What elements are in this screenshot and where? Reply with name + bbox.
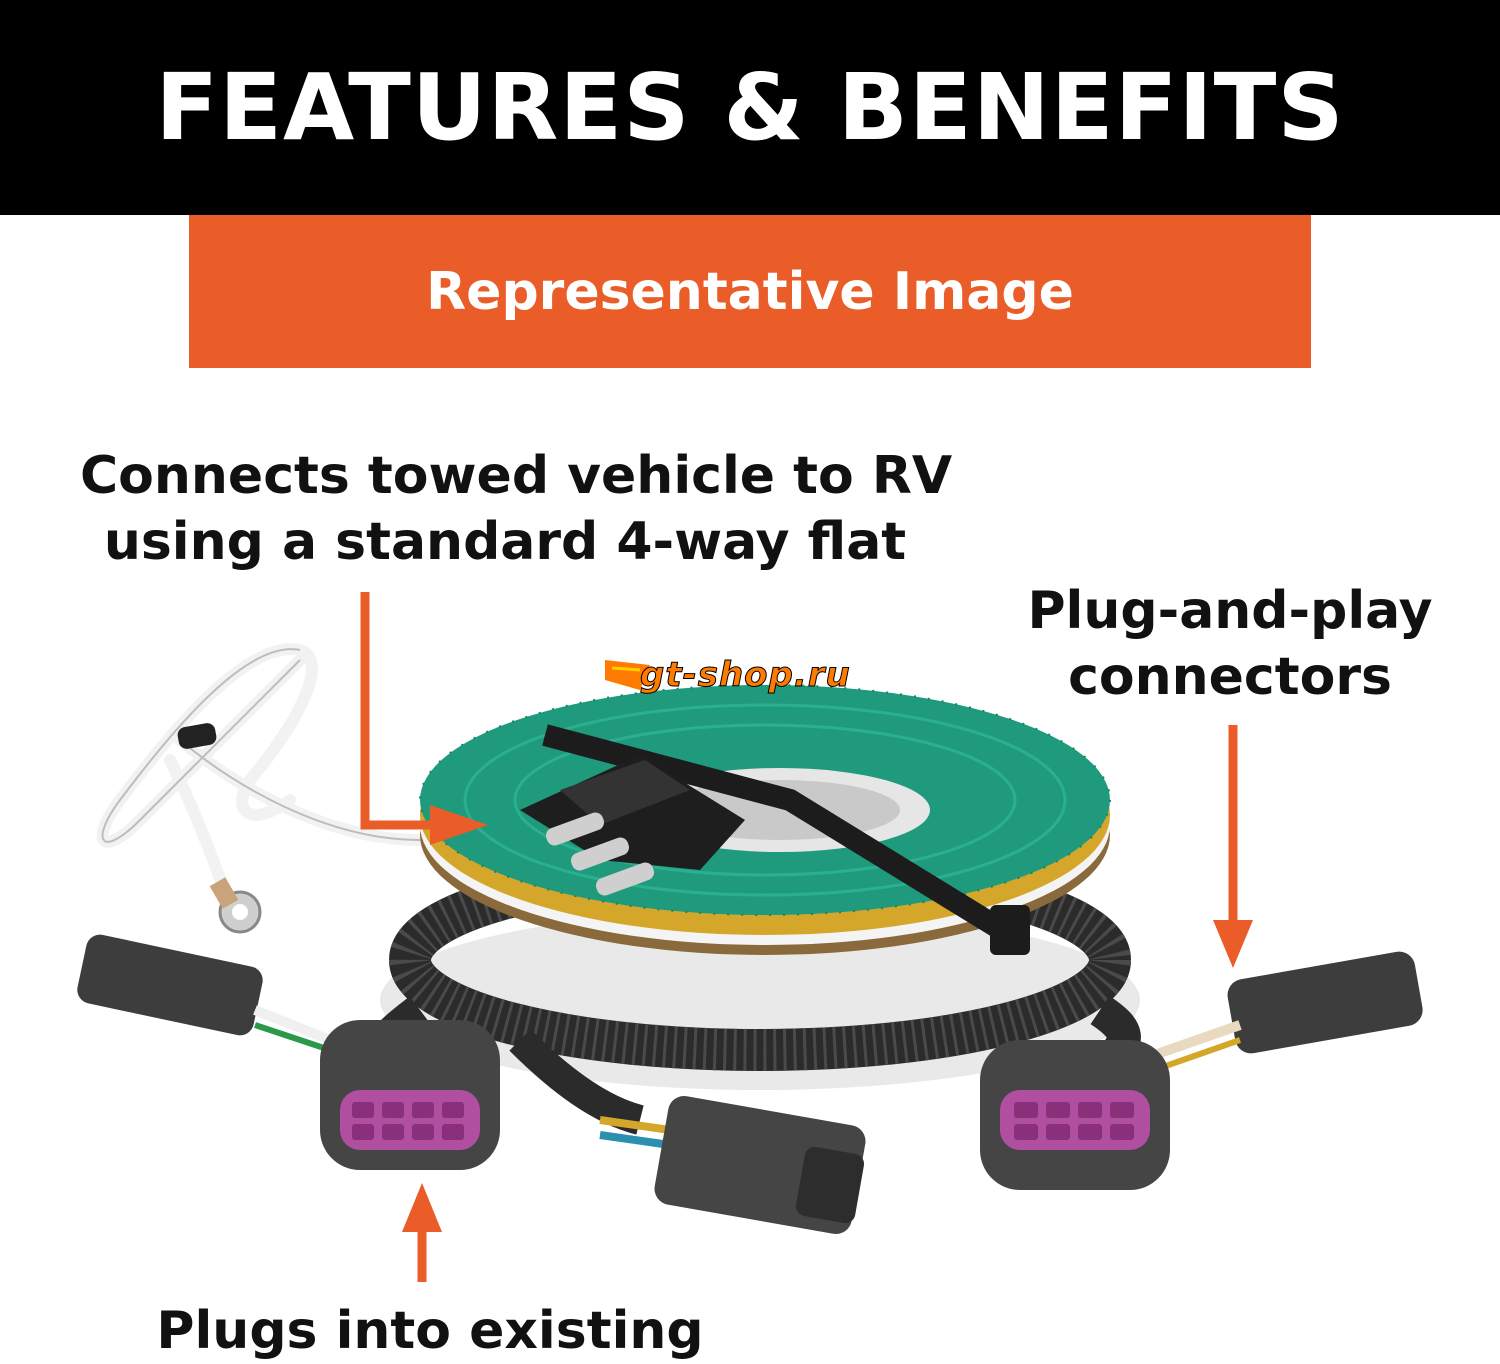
callout-towed-vehicle: Connects towed vehicle to RV using a sta… xyxy=(80,443,953,575)
arrow-down-icon xyxy=(1213,725,1253,968)
banner-label: Representative Image xyxy=(426,261,1074,322)
callout-plug-line1: Plug-and-play xyxy=(1027,581,1433,641)
representative-image-banner: Representative Image xyxy=(189,215,1311,368)
coil-tie-icon xyxy=(542,724,1016,945)
four-way-flat-connector-icon xyxy=(520,755,745,896)
callout-plug-and-play: Plug-and-play connectors xyxy=(1020,578,1440,710)
ground-wire-icon xyxy=(96,643,426,911)
middle-connector-icon xyxy=(599,1096,866,1234)
watermark-swoosh-icon xyxy=(605,660,650,690)
callout-towed-line2: using a standard 4-way flat xyxy=(103,512,907,572)
watermark-text: gt-shop.ru xyxy=(640,655,851,696)
cable-tie-icon xyxy=(177,723,217,749)
left-connector-icon xyxy=(77,934,500,1170)
header-bar: FEATURES & BENEFITS xyxy=(0,0,1500,215)
callout-plug-line2: connectors xyxy=(1068,647,1392,707)
callout-towed-line1: Connects towed vehicle to RV xyxy=(80,446,953,506)
page-title: FEATURES & BENEFITS xyxy=(155,54,1345,161)
arrow-up-icon xyxy=(402,1183,442,1282)
arrow-right-icon xyxy=(360,592,488,845)
right-connector-icon xyxy=(980,951,1423,1190)
